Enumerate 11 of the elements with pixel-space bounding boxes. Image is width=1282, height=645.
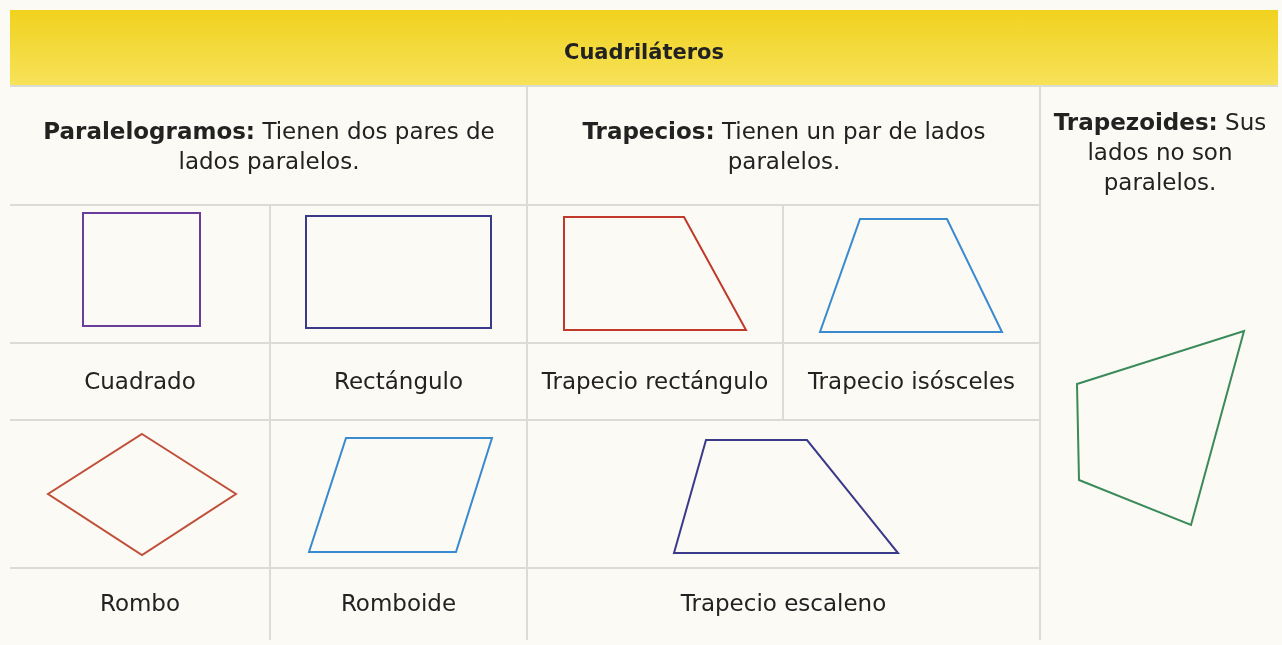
shape-name: Trapecio escaleno	[680, 589, 887, 619]
category-heading: Trapezoides: Sus lados no son paralelos.	[1052, 108, 1268, 197]
shape-name: Trapecio rectángulo	[541, 366, 769, 396]
shape-name: Rombo	[99, 589, 181, 619]
shape-name: Trapecio isósceles	[807, 366, 1016, 396]
shape-name: Rectángulo	[333, 366, 464, 396]
shape-name: Romboide	[340, 589, 457, 619]
category-heading: Trapecios: Tienen un par de lados paralelos.	[581, 116, 987, 176]
category-heading: Paralelogramos: Tienen dos pares de lados paralelos.	[42, 116, 496, 176]
table-title: Cuadriláteros	[562, 40, 726, 64]
shape-name: Cuadrado	[84, 366, 196, 396]
